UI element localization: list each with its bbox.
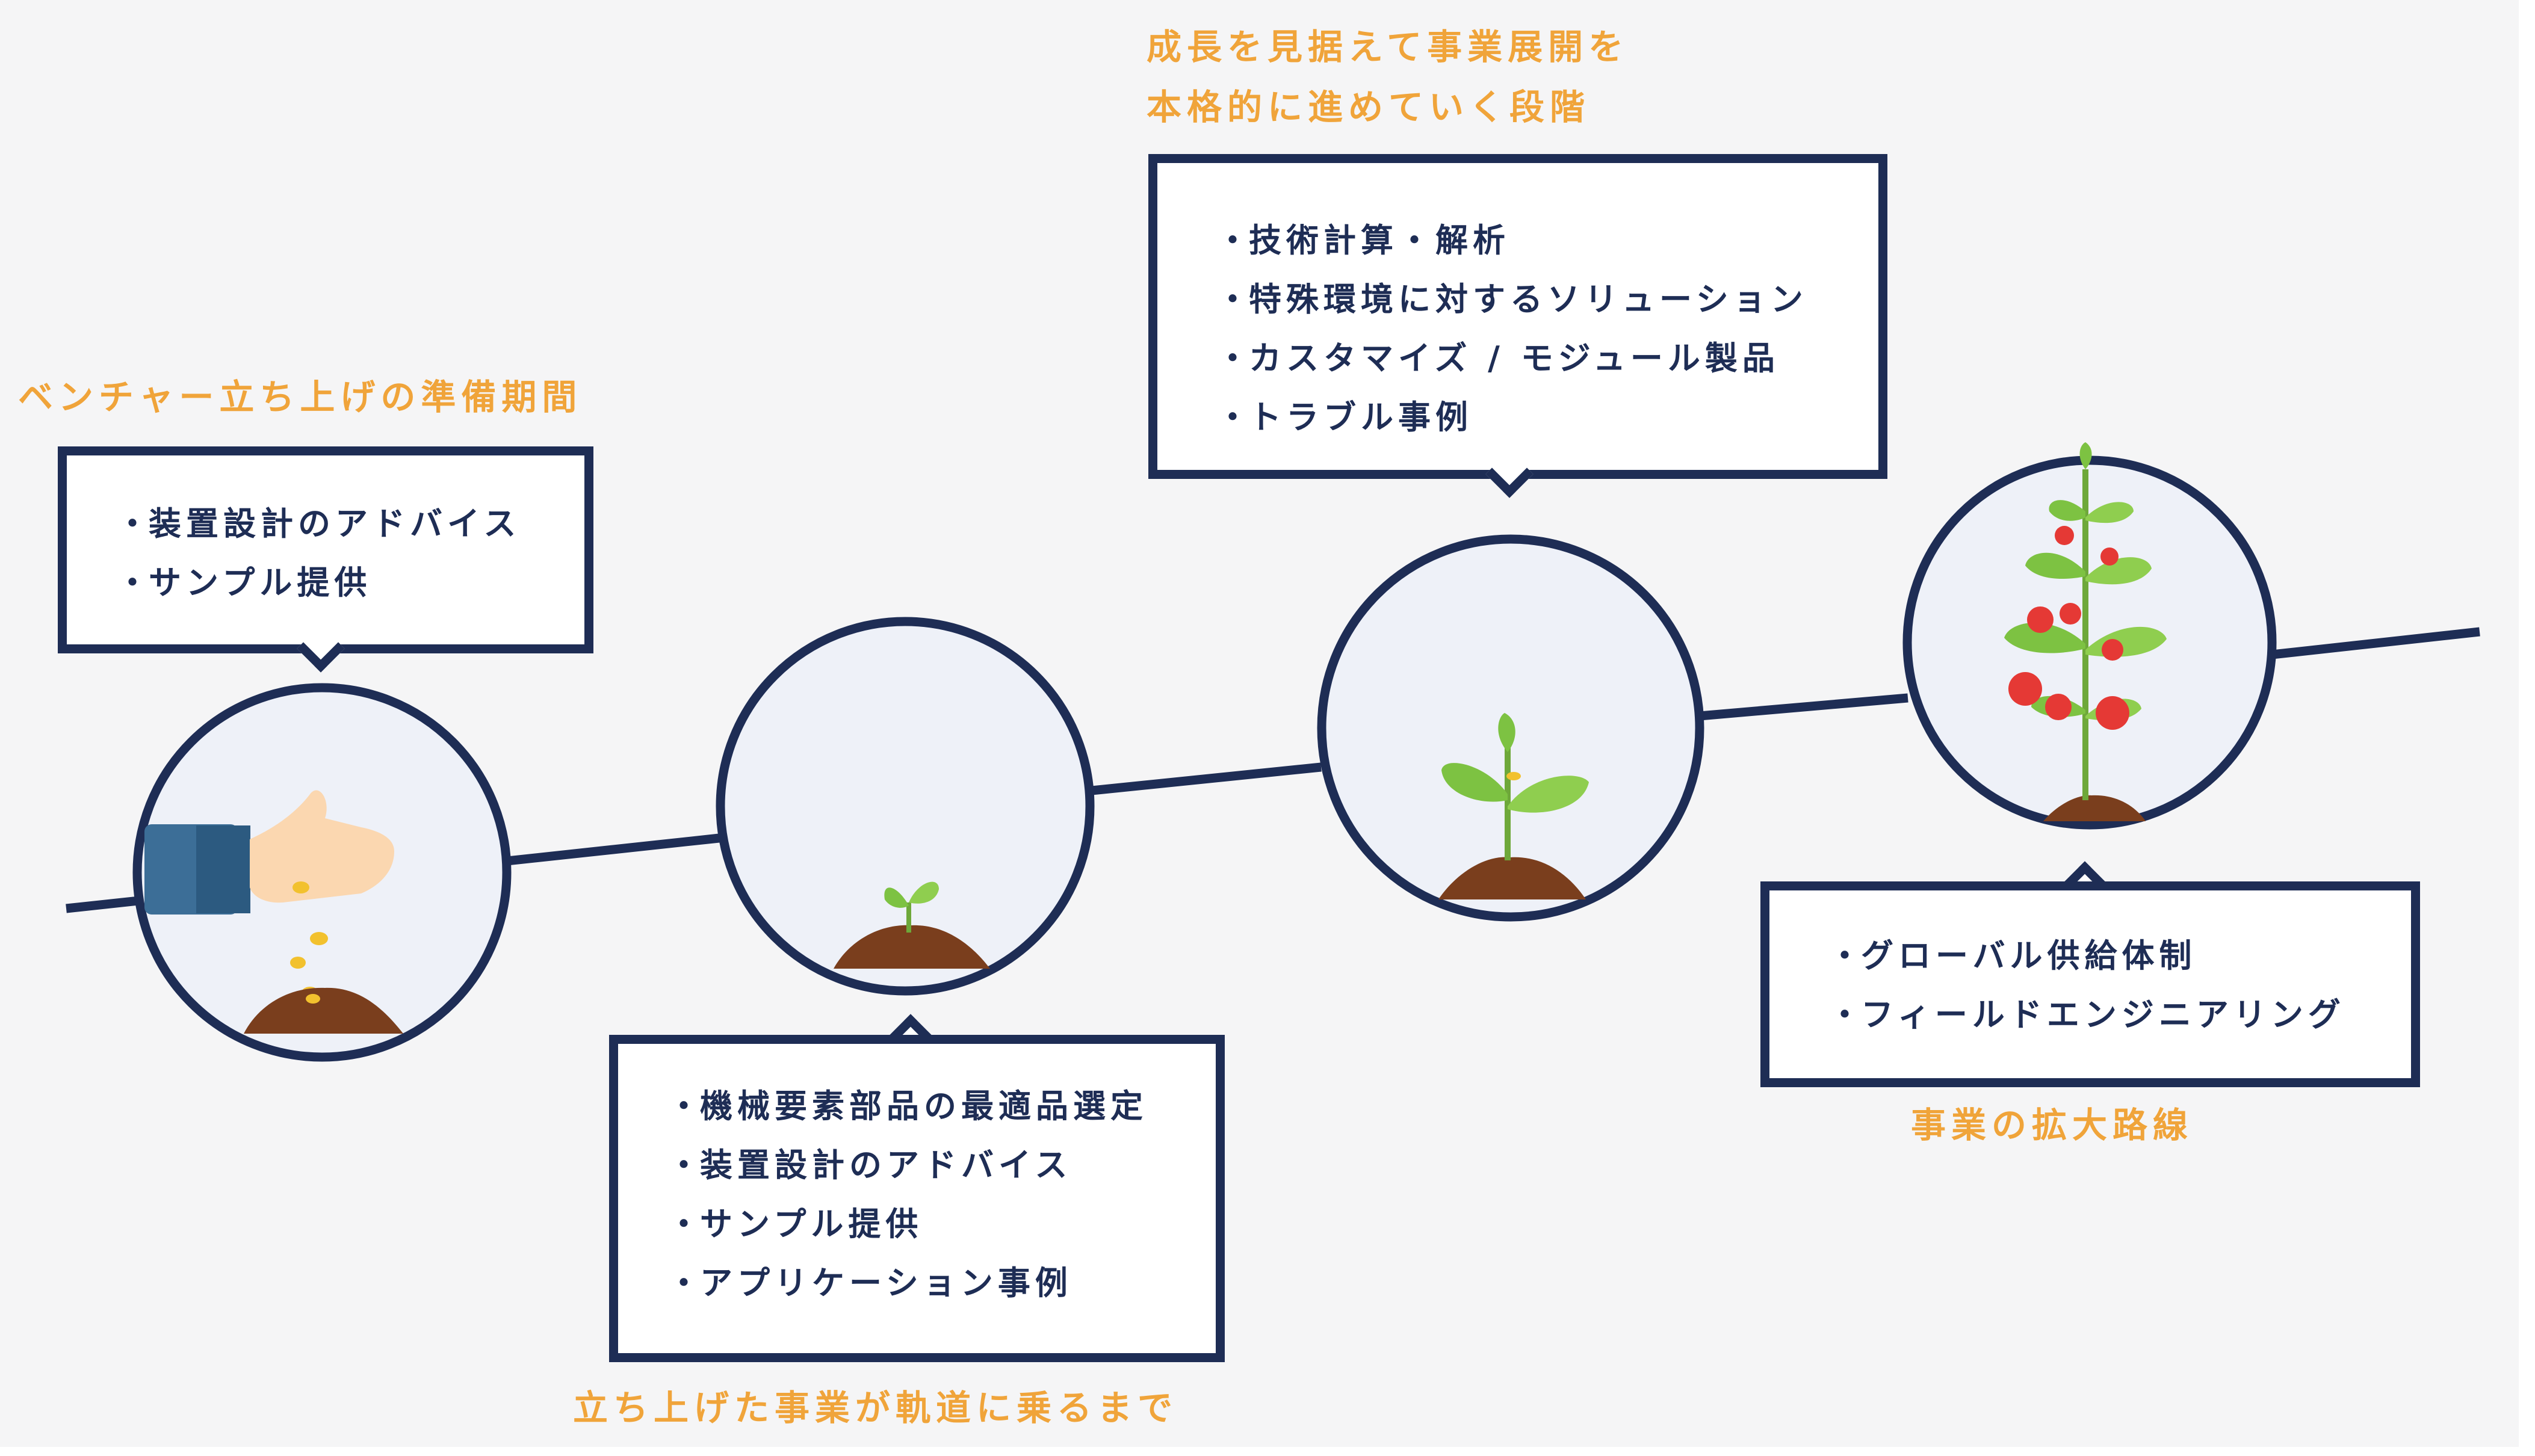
stage-3-title-line-2: 本格的に進めていく段階 xyxy=(1147,87,1591,128)
young-plant-icon xyxy=(1438,713,1589,899)
stage-2-title: 立ち上げた事業が軌道に乗るまで xyxy=(573,1387,1178,1428)
stage-4-callout: グローバル供給体制 フィールドエンジニアリング xyxy=(1760,881,2420,1087)
stage-2-item: アプリケーション事例 xyxy=(667,1254,1216,1313)
stage-3-item: 特殊環境に対するソリューション xyxy=(1216,270,1878,329)
stage-2-item: 装置設計のアドバイス xyxy=(667,1136,1216,1195)
tomato-plant-icon xyxy=(2004,442,2167,821)
stage-1-item: 装置設計のアドバイス xyxy=(116,495,584,554)
stage-4-title: 事業の拡大路線 xyxy=(1911,1105,2194,1146)
stage-4-circle xyxy=(1902,442,2277,830)
hand-sowing-icon xyxy=(144,790,403,1034)
sprout-icon xyxy=(834,881,990,969)
stage-1-item: サンプル提供 xyxy=(116,554,584,612)
stage-3-title-line-1: 成長を見据えて事業展開を xyxy=(1147,26,1629,67)
stage-4-item: グローバル供給体制 xyxy=(1828,927,2411,986)
stage-1-callout: 装置設計のアドバイス サンプル提供 xyxy=(58,446,593,653)
stage-1-circle xyxy=(132,683,512,1062)
stage-2-callout: 機械要素部品の最適品選定 装置設計のアドバイス サンプル提供 アプリケーション事… xyxy=(609,1035,1225,1362)
stage-3-item: カスタマイズ / モジュール製品 xyxy=(1216,329,1878,388)
stage-3-callout: 技術計算・解析 特殊環境に対するソリューション カスタマイズ / モジュール製品… xyxy=(1148,154,1887,479)
stage-3-item: 技術計算・解析 xyxy=(1216,211,1878,270)
stage-3-item: トラブル事例 xyxy=(1216,388,1878,447)
stage-3-circle xyxy=(1317,534,1704,922)
stage-2-item: サンプル提供 xyxy=(667,1195,1216,1254)
stage-4-item: フィールドエンジニアリング xyxy=(1828,986,2411,1044)
stage-2-item: 機械要素部品の最適品選定 xyxy=(667,1077,1216,1136)
stage-2-circle xyxy=(716,617,1095,996)
stage-1-title: ベンチャー立ち上げの準備期間 xyxy=(18,377,583,418)
